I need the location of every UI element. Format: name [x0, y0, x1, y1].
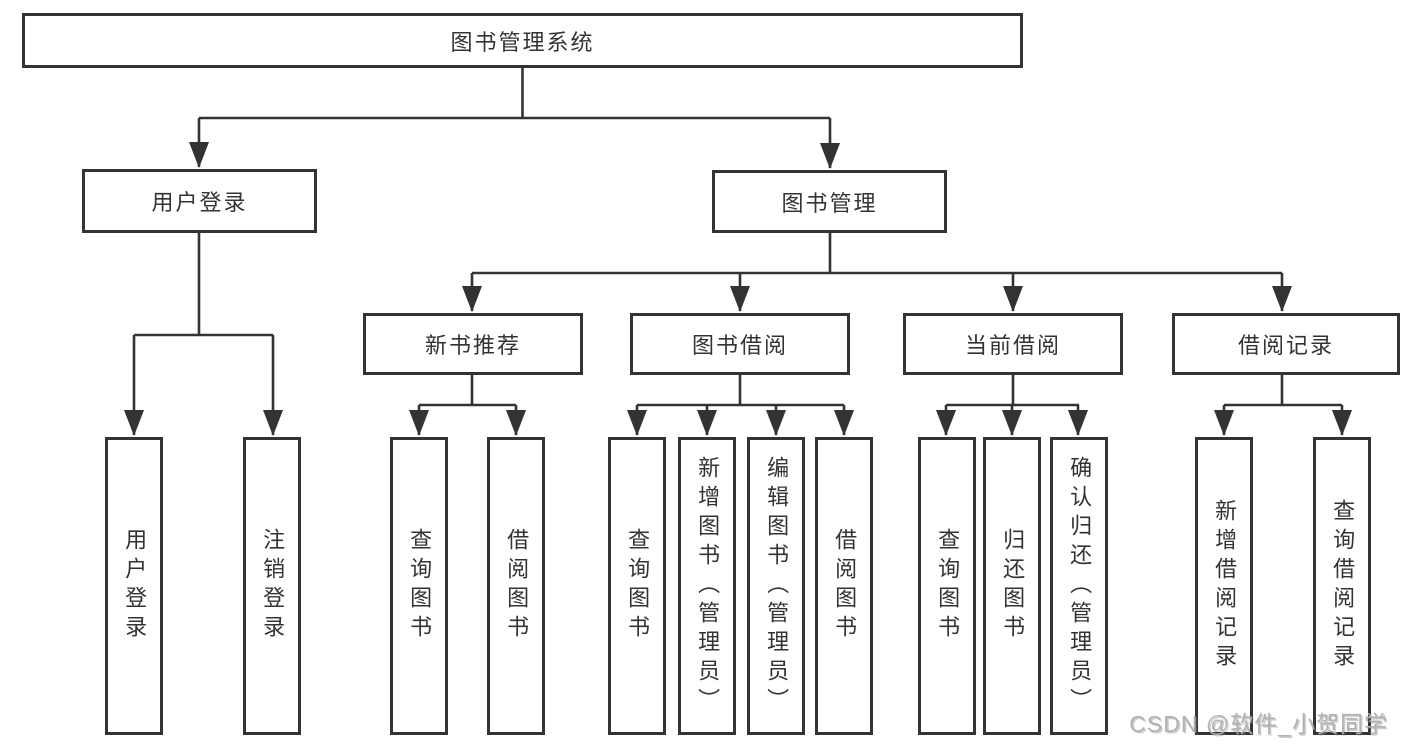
leaf-label: 借阅图书: [832, 528, 858, 644]
node-label: 当前借阅: [964, 333, 1061, 358]
leaf-label: 查询图书: [935, 528, 961, 644]
connector-borrow-records-trunk: [1224, 375, 1342, 407]
node-label: 图书管理系统: [450, 29, 595, 55]
leaf-label: 查询借阅记录: [1330, 499, 1356, 673]
node-library-management-system: 图书管理系统: [22, 13, 1023, 68]
leaf-label: 查询图书: [407, 528, 433, 644]
leaf-label: 新增借阅记录: [1212, 499, 1238, 673]
connector-book-borrowing-trunk: [637, 375, 844, 407]
connector-current-borrowing-trunk: [946, 375, 1079, 407]
leaf-current-search-books: 查询图书: [918, 437, 976, 735]
node-label: 用户登录: [151, 190, 248, 215]
csdn-watermark: CSDN @软件_小贺同学: [1129, 711, 1388, 737]
node-current-borrowing: 当前借阅: [903, 313, 1123, 375]
node-label: 图书管理: [781, 190, 878, 216]
leaf-records-add-borrow-record: 新增借阅记录: [1195, 437, 1253, 735]
leaf-label: 用户登录: [122, 528, 148, 644]
leaf-current-confirm-return-admin: 确认归还（管理员）: [1050, 437, 1108, 735]
leaf-borrowing-add-books-admin: 新增图书（管理员）: [678, 437, 736, 735]
node-new-book-recommendation: 新书推荐: [363, 313, 583, 375]
node-book-management: 图书管理: [712, 170, 947, 233]
leaf-label: 注销登录: [260, 528, 286, 644]
node-borrowing-records: 借阅记录: [1172, 313, 1400, 375]
node-label: 图书借阅: [691, 333, 788, 358]
leaf-logout-login: 注销登录: [243, 437, 301, 735]
connector-root-trunk: [199, 68, 830, 120]
node-book-borrowing: 图书借阅: [630, 313, 850, 375]
leaf-current-return-books: 归还图书: [983, 437, 1041, 735]
leaf-label: 归还图书: [1000, 528, 1026, 644]
leaf-label: 借阅图书: [504, 528, 530, 644]
leaf-label: 新增图书（管理员）: [695, 455, 721, 717]
connector-new-books-trunk: [419, 375, 516, 407]
node-label: 新书推荐: [424, 333, 521, 358]
leaf-label: 查询图书: [625, 528, 651, 644]
node-user-login: 用户登录: [82, 169, 317, 233]
leaf-label: 确认归还（管理员）: [1067, 455, 1093, 717]
leaf-records-search-borrow-record: 查询借阅记录: [1313, 437, 1371, 735]
leaf-borrowing-borrow-books: 借阅图书: [815, 437, 873, 735]
leaf-borrowing-search-books: 查询图书: [608, 437, 666, 735]
leaf-new-books-borrow-books: 借阅图书: [487, 437, 545, 735]
connector-book-mgmt-trunk: [472, 233, 1282, 275]
connector-user-login-trunk: [134, 233, 273, 337]
node-label: 借阅记录: [1237, 333, 1334, 358]
leaf-borrowing-edit-books-admin: 编辑图书（管理员）: [747, 437, 805, 735]
leaf-user-login: 用户登录: [105, 437, 163, 735]
leaf-label: 编辑图书（管理员）: [764, 455, 790, 717]
leaf-new-books-search-books: 查询图书: [390, 437, 448, 735]
